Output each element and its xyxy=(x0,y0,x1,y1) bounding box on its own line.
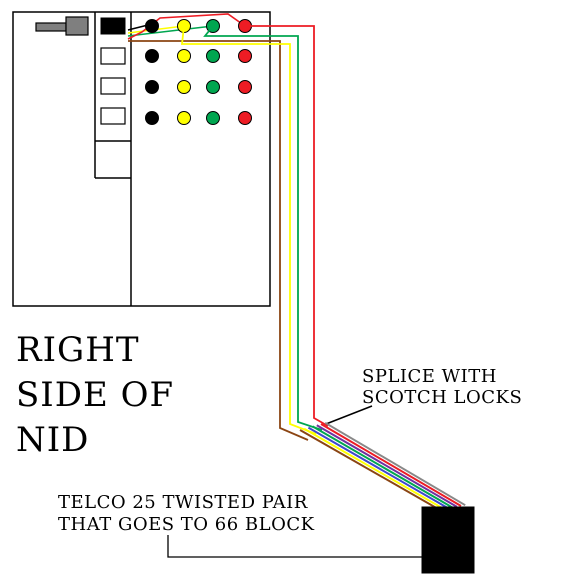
test-plug-body xyxy=(65,16,89,36)
drop-wires xyxy=(128,25,329,441)
drop-wire-red xyxy=(245,25,329,427)
splice-label-line-2: SCOTCH LOCKS xyxy=(362,387,523,408)
terminal-post-yellow xyxy=(177,111,191,125)
test-jack-filled xyxy=(100,17,126,35)
cable-connector xyxy=(421,506,475,574)
terminal-post-green xyxy=(206,49,220,63)
terminal-post-green xyxy=(206,111,220,125)
telco-label-line-1: TELCO 25 TWISTED PAIR xyxy=(58,492,308,513)
drop-wire-yellow xyxy=(180,25,317,435)
terminal-post-red xyxy=(238,49,252,63)
cable-wire-red xyxy=(320,423,462,507)
title-line-3: NID xyxy=(16,420,90,460)
terminal-post-yellow xyxy=(177,49,191,63)
test-jack-4 xyxy=(100,107,126,125)
terminal-post-red xyxy=(238,111,252,125)
terminal-post-black xyxy=(145,80,159,94)
test-plug-cord xyxy=(35,22,67,32)
drop-wire-brown xyxy=(128,40,309,441)
splice-pointer-line xyxy=(325,405,373,425)
terminal-post-black xyxy=(145,111,159,125)
cable-wire-gray xyxy=(324,421,466,507)
test-plug xyxy=(35,16,89,36)
jumper-wire-red xyxy=(127,13,246,40)
splice-label-line-1: SPLICE WITH xyxy=(362,366,497,387)
terminal-post-black xyxy=(145,49,159,63)
test-jack-3 xyxy=(100,77,126,95)
jumper-wire-green xyxy=(127,25,214,37)
cable-wire-blue xyxy=(307,426,449,510)
nid-enclosure xyxy=(12,11,271,307)
cable-wire-purple xyxy=(316,424,458,508)
cable-wire-brown xyxy=(299,429,441,511)
terminal-post-black xyxy=(145,19,159,33)
title-line-1: RIGHT xyxy=(16,330,140,370)
drop-wire-green xyxy=(203,25,323,431)
telco-25-pair-cable xyxy=(299,421,466,511)
cable-wire-green xyxy=(312,425,454,509)
terminal-post-yellow xyxy=(177,80,191,94)
telco-label-line-2: THAT GOES TO 66 BLOCK xyxy=(58,514,315,535)
cable-wire-yellow xyxy=(303,427,445,511)
title-line-2: SIDE OF xyxy=(16,375,175,415)
terminal-post-green xyxy=(206,80,220,94)
terminal-post-red xyxy=(238,80,252,94)
telco-pointer-line xyxy=(167,535,422,558)
test-jack-2 xyxy=(100,47,126,65)
